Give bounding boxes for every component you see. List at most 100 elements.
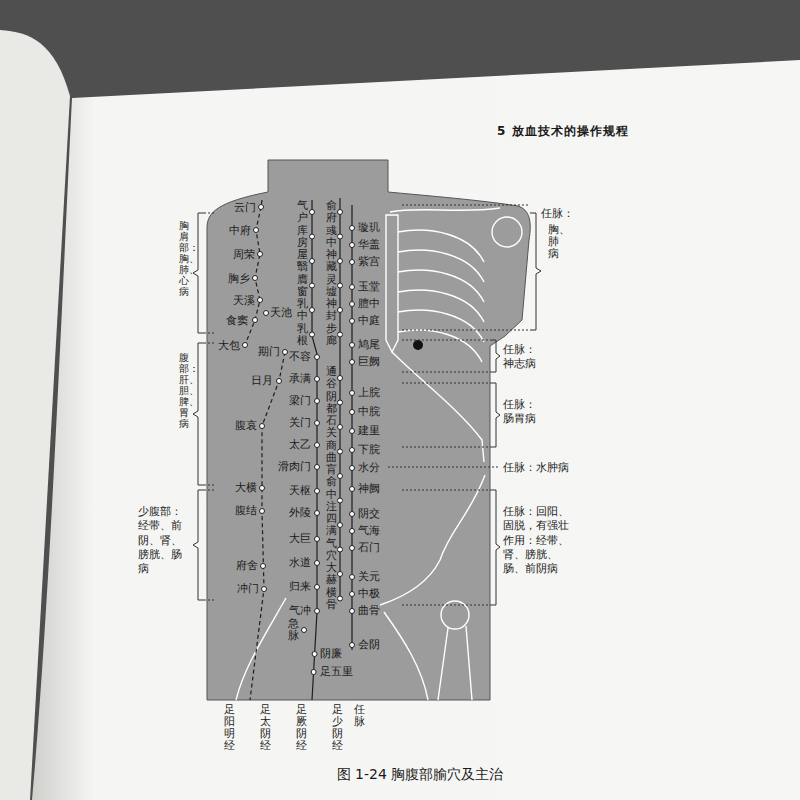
acupoint-label: 承满 bbox=[289, 372, 311, 386]
acupoint-dot bbox=[310, 332, 315, 337]
acupoint-label: 屋翳 bbox=[297, 249, 308, 273]
acupoint-label: 阴都 bbox=[326, 391, 337, 415]
acupoint-label: 气冲 bbox=[289, 604, 311, 618]
acupoint-label: 俞府 bbox=[326, 200, 337, 224]
sternum bbox=[386, 215, 398, 352]
acupoint-dot bbox=[350, 512, 355, 517]
groin-line bbox=[384, 612, 428, 700]
acupoint-label: 中庭 bbox=[358, 314, 380, 328]
acupoint-dot bbox=[338, 376, 343, 381]
acupoint-dot bbox=[338, 400, 343, 405]
acupoint-dot bbox=[338, 283, 343, 288]
bracket bbox=[491, 490, 500, 605]
acupoint-dot bbox=[315, 561, 320, 566]
acupoint-label: 石门 bbox=[358, 541, 380, 555]
acupoint-dot bbox=[261, 564, 266, 569]
acupoint-label: 府舍 bbox=[236, 559, 258, 573]
divider-line bbox=[204, 213, 214, 600]
acupoint-label: 步廊 bbox=[326, 323, 337, 347]
acupoint-dot bbox=[264, 311, 269, 316]
acupoint-label: 巨阙 bbox=[358, 355, 380, 369]
acupoint-dot bbox=[260, 424, 265, 429]
acupoint-label: 石关 bbox=[326, 415, 337, 439]
acupoint-label: 水分 bbox=[358, 461, 380, 475]
region-note: 胸肩部：胸、肺、心病 bbox=[179, 220, 189, 297]
acupoint-dot bbox=[350, 546, 355, 551]
acupoint-label: 建里 bbox=[358, 424, 380, 438]
acupoint-dot bbox=[260, 509, 265, 514]
acupoint-label: 四满 bbox=[326, 513, 337, 537]
acupoint-dot bbox=[338, 547, 343, 552]
rib bbox=[398, 310, 484, 342]
acupoint-dot bbox=[310, 234, 315, 239]
acupoint-dot bbox=[338, 234, 343, 239]
acupoint-label: 天池 bbox=[270, 306, 292, 320]
acupoint-dot bbox=[277, 379, 282, 384]
acupoint-label: 下脘 bbox=[358, 443, 380, 457]
acupoint-dot bbox=[315, 355, 320, 360]
acupoint-dot bbox=[310, 308, 315, 313]
acupoint-dot bbox=[315, 377, 320, 382]
acupoint-dot bbox=[350, 243, 355, 248]
brackets bbox=[193, 213, 541, 605]
acupoint-dot bbox=[350, 285, 355, 290]
acupoint-label: 璇玑 bbox=[358, 221, 380, 235]
acupoint-label: 彧中 bbox=[326, 225, 337, 249]
acupoint-label: 会阴 bbox=[358, 638, 380, 652]
acupoint-label: 梁门 bbox=[289, 394, 311, 408]
meridian-name: 足太阴经 bbox=[260, 704, 271, 752]
acupoint-dot bbox=[310, 283, 315, 288]
acupoint-label: 中注 bbox=[326, 489, 337, 513]
acupoint-dot bbox=[350, 260, 355, 265]
acupoint-dot bbox=[315, 537, 320, 542]
acupoint-label: 关门 bbox=[289, 416, 311, 430]
acupoint-dot bbox=[315, 511, 320, 516]
region-note: 任脉：水肿病 bbox=[503, 461, 569, 475]
region-note: 任脉： bbox=[541, 207, 574, 221]
acupoint-label: 华盖 bbox=[358, 238, 380, 252]
acupoint-label: 大巨 bbox=[289, 532, 311, 546]
rib bbox=[398, 290, 484, 322]
acupoint-dot bbox=[315, 489, 320, 494]
rib bbox=[398, 270, 484, 302]
acupoint-label: 周荣 bbox=[233, 248, 255, 262]
acupoint-dot bbox=[350, 529, 355, 534]
acupoint-label: 曲骨 bbox=[358, 604, 380, 618]
acupoint-label: 气穴 bbox=[326, 538, 337, 562]
rib bbox=[398, 230, 484, 262]
bracket bbox=[193, 490, 204, 600]
acupoint-dot bbox=[350, 643, 355, 648]
bracket bbox=[193, 343, 204, 485]
clavicle bbox=[390, 208, 500, 212]
acupoint-label: 期门 bbox=[258, 345, 280, 359]
book-page bbox=[32, 60, 800, 800]
acupoint-label: 膺窗 bbox=[297, 274, 308, 298]
acupoint-dot bbox=[258, 252, 263, 257]
acupoint-dot bbox=[350, 343, 355, 348]
acupoint-label: 阴廉 bbox=[320, 647, 342, 661]
acupoint-dot bbox=[338, 259, 343, 264]
acupoint-dot bbox=[338, 210, 343, 215]
region-note: 胸、肺病 bbox=[548, 224, 559, 260]
acupoint-dot bbox=[315, 399, 320, 404]
acupoint-label: 中极 bbox=[358, 587, 380, 601]
acupoint-label: 神封 bbox=[326, 298, 337, 322]
costal-margin bbox=[392, 352, 484, 462]
acupoint-dot bbox=[338, 474, 343, 479]
acupoint-dot bbox=[350, 466, 355, 471]
region-note: 任脉：回阳、固脱，有强壮作用：经带、肾、膀胱、肠、前阴病 bbox=[503, 505, 573, 576]
acupoint-dot bbox=[260, 486, 265, 491]
acupoint-dot bbox=[312, 652, 317, 657]
acupoint-dot bbox=[350, 429, 355, 434]
acupoint-label: 气海 bbox=[358, 524, 380, 538]
acupoint-dot bbox=[350, 319, 355, 324]
acupoint-label: 上脘 bbox=[358, 386, 380, 400]
acupoint-label: 天枢 bbox=[289, 484, 311, 498]
acupoint-label: 库房 bbox=[297, 225, 308, 249]
acupoint-label: 中府 bbox=[229, 224, 251, 238]
acupoint-label: 归来 bbox=[289, 580, 311, 594]
meridian-name: 任脉 bbox=[354, 704, 365, 728]
acupoint-dot bbox=[350, 360, 355, 365]
